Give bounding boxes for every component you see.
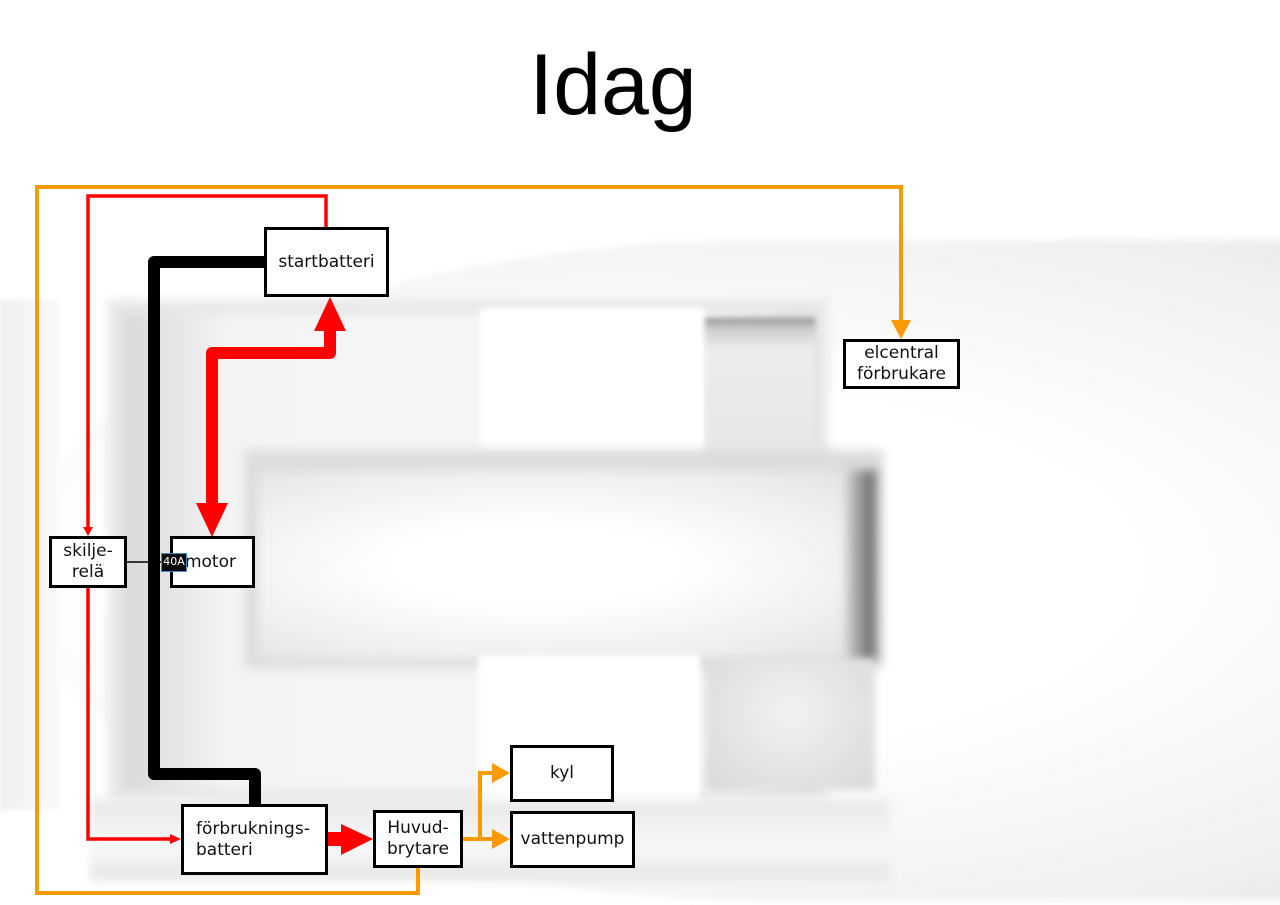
skiljerela-label: skilje- relä <box>63 541 113 582</box>
red-wire-motor-startbatteri <box>206 330 336 505</box>
hatch-top <box>705 318 815 468</box>
vattenpump-label: vattenpump <box>520 829 625 849</box>
forbrukningsbatteri-box: förbruknings- batteri <box>181 804 328 875</box>
arrowhead-elcentral-icon <box>891 320 911 339</box>
kyl-box: kyl <box>510 745 614 802</box>
hatch-bottom <box>705 660 875 790</box>
arrowhead-forbrukning-icon <box>170 834 181 844</box>
huvudbrytare-label: Huvud- brytare <box>387 818 449 859</box>
motor-label: motor <box>184 551 236 572</box>
elcentral-label: elcentral förbrukare <box>857 343 946 384</box>
black-wire-batteries <box>148 256 264 804</box>
red-wire-skiljerela-forbrukning <box>86 587 172 841</box>
cabin-top <box>480 308 705 453</box>
orange-wire-kyl <box>478 771 494 839</box>
startbatteri-label: startbatteri <box>278 251 375 272</box>
startbatteri-box: startbatteri <box>264 227 389 297</box>
forbrukningsbatteri-label: förbruknings- batteri <box>196 818 310 860</box>
arrowhead-startbatteri-icon <box>314 297 346 331</box>
skiljerela-box: skilje- relä <box>49 536 127 588</box>
red-wire-forbrukning-huvudbrytare <box>327 832 343 846</box>
kyl-label: kyl <box>549 763 575 783</box>
cockpit-shadow <box>846 470 876 660</box>
arrowhead-vattenpump-icon <box>492 829 510 849</box>
huvudbrytare-box: Huvud- brytare <box>373 810 463 868</box>
arrowhead-kyl-icon <box>492 763 510 783</box>
red-wire-startbatteri-skiljerela <box>86 194 328 528</box>
arrowhead-motor-icon <box>196 503 228 537</box>
page-title: Idag <box>529 37 697 133</box>
vattenpump-box: vattenpump <box>510 811 635 868</box>
orange-wire-elcentral <box>35 185 903 895</box>
arrowhead-skiljerela-icon <box>83 527 93 536</box>
elcentral-box: elcentral förbrukare <box>843 339 960 389</box>
arrowhead-huvudbrytare-icon <box>341 824 373 855</box>
cockpit <box>258 470 876 660</box>
fuse-40a-badge: 40A <box>161 553 187 572</box>
